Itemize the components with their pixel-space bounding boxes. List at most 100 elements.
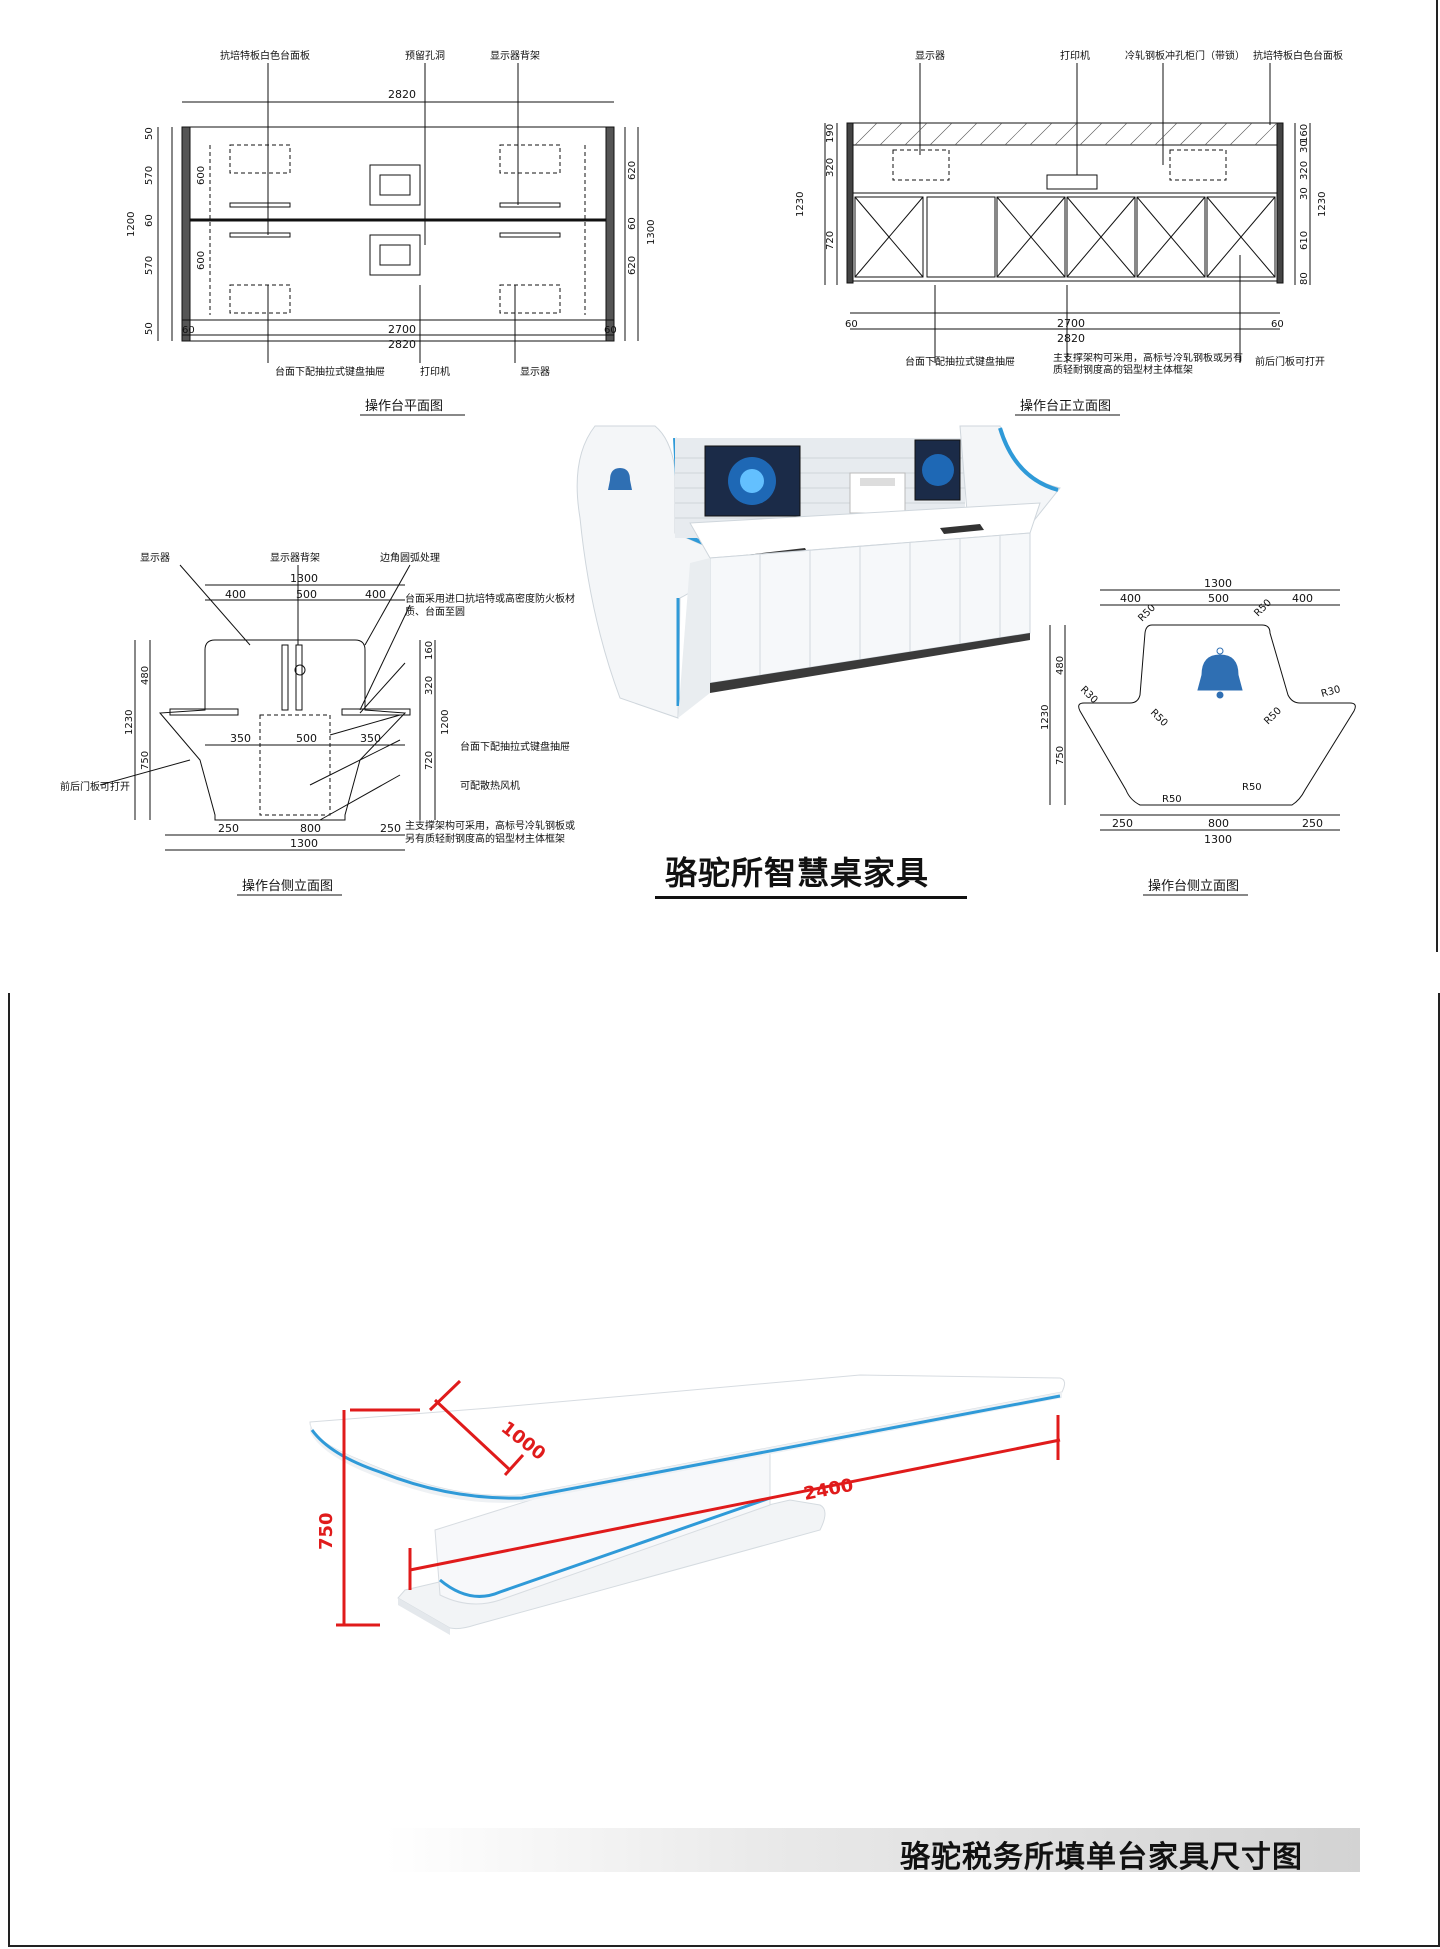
plan-left-dim-4: 570 (144, 256, 155, 275)
plan-right-dim-3: 620 (627, 256, 638, 275)
plan-callout-2: 预留孔洞 (405, 49, 445, 62)
page-frame-bottom (8, 993, 1440, 1947)
side2-top-dim-3: 400 (1292, 592, 1313, 605)
front-right-dim-1: 160 (1299, 124, 1310, 143)
front-dim-side-right: 60 (1271, 319, 1284, 330)
front-callout-7: 前后门板可打开 (1255, 355, 1325, 368)
plan-dim-inner: 2700 (388, 323, 416, 336)
front-right-total: 1230 (1317, 192, 1328, 217)
side2-radius-2: R50 (1252, 597, 1274, 619)
plan-callout-3: 显示器背架 (490, 49, 540, 62)
side1-bottom-dim-1: 250 (218, 822, 239, 835)
plan-left-total: 1200 (126, 212, 137, 237)
side1-callout-4: 台面采用进口抗培特或高密度防火板材质、台面至圆 (405, 594, 575, 618)
page-frame-top (1436, 0, 1438, 952)
plan-inner-dim-1: 600 (196, 166, 207, 185)
front-dim-inner: 2700 (1057, 317, 1085, 330)
plan-left-dim-3: 60 (144, 214, 155, 227)
side1-callout-7: 主支撑架构可采用，高标号冷轧钢板或另有质轻耐钢度高的铝型材主体框架 (405, 821, 575, 845)
side1-left-dim-1: 480 (140, 666, 151, 685)
side1-callout-8: 前后门板可打开 (60, 780, 130, 793)
plan-left-dim-5: 50 (144, 322, 155, 335)
side1-mid-dim-2: 500 (296, 732, 317, 745)
side1-top-dim-1: 400 (225, 588, 246, 601)
table-height-label: 750 (316, 1512, 337, 1550)
front-right-dim-6: 80 (1299, 272, 1310, 285)
side1-left-total: 1230 (124, 710, 135, 735)
front-right-dim-5: 610 (1299, 231, 1310, 250)
plan-right-dim-1: 620 (627, 161, 638, 180)
side2-caption: 操作台侧立面图 (1148, 878, 1239, 894)
plan-callout-6: 显示器 (520, 366, 550, 378)
front-right-dim-4: 30 (1299, 187, 1310, 200)
front-callout-4: 抗培特板白色台面板 (1253, 49, 1343, 62)
side2-bottom-dim-2: 800 (1208, 817, 1229, 830)
front-callout-1: 显示器 (915, 50, 945, 62)
front-left-dim-1: 190 (825, 124, 836, 143)
side2-radius-1: R50 (1136, 602, 1158, 624)
plan-callout-4: 台面下配抽拉式键盘抽屉 (275, 365, 385, 378)
front-dim-side-left: 60 (845, 319, 858, 330)
side1-right-dim-3: 720 (424, 751, 435, 770)
side1-callout-1: 显示器 (140, 552, 170, 564)
side2-radius-8: R50 (1242, 782, 1262, 793)
side2-left-total: 1230 (1040, 705, 1051, 730)
side2-bottom-dim-1: 250 (1112, 817, 1133, 830)
side1-callout-5: 台面下配抽拉式键盘抽屉 (460, 740, 570, 753)
front-caption: 操作台正立面图 (1020, 398, 1111, 414)
plan-left-dim-1: 50 (144, 127, 155, 140)
side-elevation-2-drawing: 1300 400 500 400 250 800 250 1300 480 75… (1040, 577, 1356, 896)
front-callout-5: 台面下配抽拉式键盘抽屉 (905, 355, 1015, 368)
plan-callout-5: 打印机 (420, 365, 450, 378)
front-callout-3: 冷轧钢板冲孔柜门（带锁） (1125, 49, 1245, 62)
front-left-dim-2: 320 (825, 158, 836, 177)
side2-radius-6: R30 (1320, 684, 1342, 700)
side2-radius-7: R50 (1162, 794, 1182, 805)
front-right-dim-3: 320 (1299, 161, 1310, 180)
front-elevation-drawing: 显示器 打印机 冷轧钢板冲孔柜门（带锁） 抗培特板白色台面板 台面下配抽拉式键盘… (795, 49, 1343, 416)
table-title: 骆驼税务所填单台家具尺寸图 (900, 1840, 1303, 1875)
front-callout-2: 打印机 (1060, 49, 1090, 62)
side1-top-dim-3: 400 (365, 588, 386, 601)
front-left-dim-3: 720 (825, 231, 836, 250)
plan-right-dim-2: 60 (627, 217, 638, 230)
side2-left-dim-2: 750 (1055, 746, 1066, 765)
plan-dim-total-bottom: 2820 (388, 338, 416, 351)
plan-dim-side-right: 60 (604, 325, 617, 336)
side2-bottom-dim-3: 250 (1302, 817, 1323, 830)
side1-mid-dim-3: 350 (360, 732, 381, 745)
front-left-total: 1230 (795, 192, 806, 217)
title-banner (385, 1828, 1360, 1872)
front-callout-6: 主支撑架构可采用，高标号冷轧钢板或另有质轻耐钢度高的铝型材主体框架 (1053, 353, 1243, 376)
table-render (309, 1374, 1066, 1635)
side1-mid-dim-1: 350 (230, 732, 251, 745)
side1-bottom-dim-2: 800 (300, 822, 321, 835)
side2-top-dim-1: 400 (1120, 592, 1141, 605)
side2-radius-4: R50 (1148, 707, 1170, 729)
side1-bottom-total: 1300 (290, 837, 318, 850)
side2-bottom-total: 1300 (1204, 833, 1232, 846)
side1-bottom-dim-3: 250 (380, 822, 401, 835)
side1-right-dim-1: 160 (424, 641, 435, 660)
plan-inner-dim-2: 600 (196, 251, 207, 270)
side1-right-total: 1200 (440, 710, 451, 735)
plan-right-total: 1300 (646, 220, 657, 245)
side1-callout-6: 可配散热风机 (460, 779, 520, 792)
plan-callout-1: 抗培特板白色台面板 (220, 49, 310, 62)
console-render (576, 425, 1061, 719)
side1-right-dim-2: 320 (424, 676, 435, 695)
side1-caption: 操作台侧立面图 (242, 878, 333, 894)
side1-left-dim-2: 750 (140, 751, 151, 770)
plan-caption: 操作台平面图 (365, 398, 443, 414)
front-dim-total: 2820 (1057, 332, 1085, 345)
plan-view-drawing: 抗培特板白色台面板 预留孔洞 显示器背架 台面下配抽拉式键盘抽屉 打印机 显示器… (126, 49, 657, 416)
side1-callout-2: 显示器背架 (270, 551, 320, 564)
plan-left-dim-2: 570 (144, 166, 155, 185)
side1-top-dim-2: 500 (296, 588, 317, 601)
side2-top-total: 1300 (1204, 577, 1232, 590)
side2-top-dim-2: 500 (1208, 592, 1229, 605)
render-title: 骆驼所智慧桌家具 (665, 854, 930, 892)
table-dimensions: 750 1000 2400 (316, 1380, 1061, 1627)
table-width-label: 1000 (497, 1417, 549, 1464)
plan-dim-total-top: 2820 (388, 88, 416, 101)
